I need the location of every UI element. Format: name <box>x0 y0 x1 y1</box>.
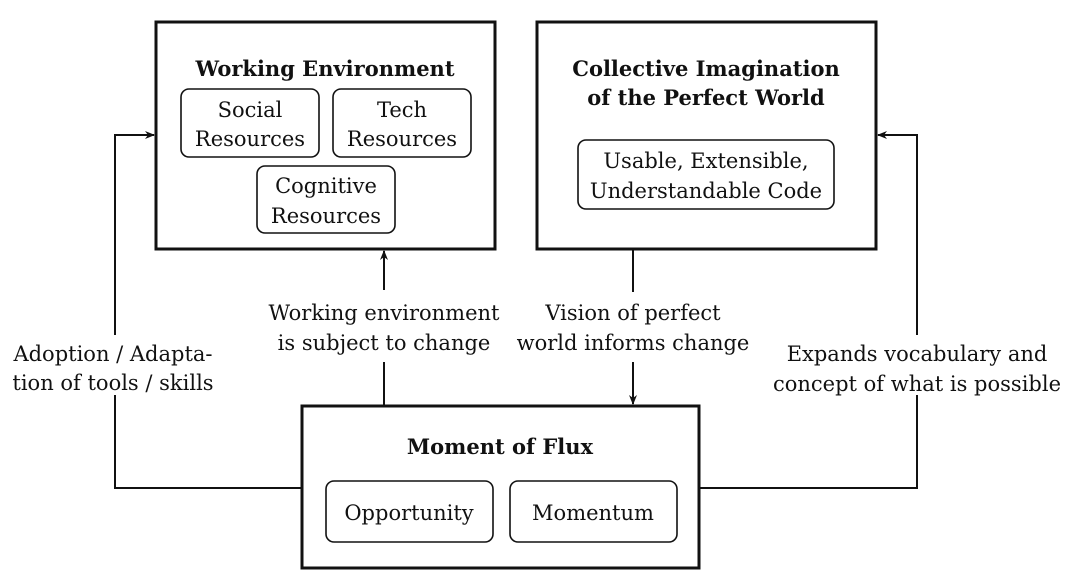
social-resources-box <box>180 88 320 158</box>
momentum-box <box>509 480 678 543</box>
tech-resources-box <box>332 88 472 158</box>
right-edge-label: concept of what is possible <box>773 372 1061 396</box>
cognitive-resources-label: Cognitive <box>275 174 377 198</box>
tech-resources-label: Resources <box>347 127 457 151</box>
collective-imagination-title: of the Perfect World <box>587 85 825 110</box>
left-feedback-arrow <box>114 131 302 489</box>
working-environment-box: Working Environment Social Resources Tec… <box>154 20 497 251</box>
cognitive-resources-box <box>256 165 396 234</box>
tech-resources-label: Tech <box>377 98 427 122</box>
right-feedback-arrow <box>699 131 918 489</box>
code-label: Understandable Code <box>590 179 822 203</box>
left-edge-label: tion of tools / skills <box>12 371 213 395</box>
collective-imagination-title: Collective Imagination <box>572 56 840 81</box>
cognitive-resources-label: Resources <box>271 204 381 228</box>
momentum-label: Momentum <box>532 501 654 525</box>
collective-imagination-box: Collective Imagination of the Perfect Wo… <box>535 20 878 251</box>
opportunity-box <box>325 480 494 543</box>
mid-up-edge-label: is subject to change <box>278 331 491 355</box>
moment-of-flux-box: Moment of Flux Opportunity Momentum <box>300 404 701 570</box>
left-edge-label: Adoption / Adapta- <box>12 342 212 366</box>
mid-up-edge-label: Working environment <box>269 301 501 325</box>
mid-down-edge-label: Vision of perfect <box>544 301 721 325</box>
mid-down-edge-label: world informs change <box>517 331 750 355</box>
social-resources-label: Resources <box>195 127 305 151</box>
moment-of-flux-title: Moment of Flux <box>407 434 594 459</box>
code-label: Usable, Extensible, <box>603 149 808 173</box>
working-environment-title: Working Environment <box>194 56 454 81</box>
social-resources-label: Social <box>218 98 283 122</box>
right-edge-label: Expands vocabulary and <box>787 342 1048 366</box>
opportunity-label: Opportunity <box>344 501 473 525</box>
code-box <box>577 139 835 210</box>
